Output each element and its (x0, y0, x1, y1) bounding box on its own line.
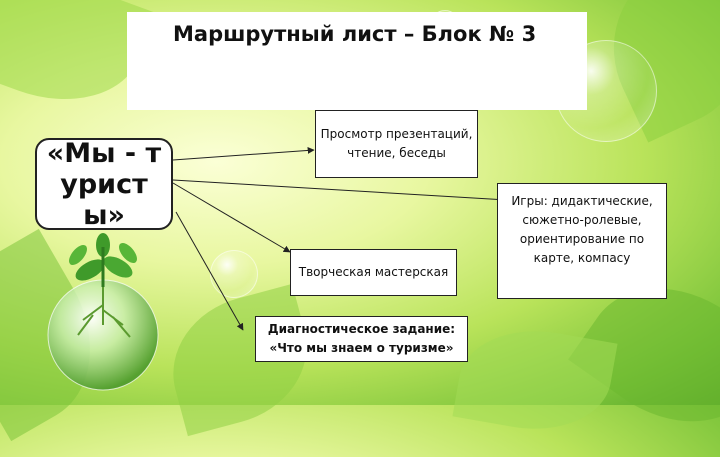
node-workshop-label: Творческая мастерская (298, 265, 449, 279)
globe-plant-image (47, 233, 159, 391)
arrow-to-diagnostic (175, 211, 244, 331)
node-games-label: Игры: дидактические, сюжетно-ролевые, ор… (511, 194, 653, 265)
arrow-to-presentations (172, 146, 315, 161)
node-diagnostic-task: Диагностическое задание: «Что мы знаем о… (255, 316, 468, 362)
node-workshop: Творческая мастерская (290, 249, 457, 296)
node-games: Игры: дидактические, сюжетно-ролевые, ор… (497, 183, 667, 299)
connector-arrows (172, 146, 508, 331)
title-box: Маршрутный лист – Блок № 3 (127, 12, 587, 110)
center-node: «Мы - туристы» (35, 138, 173, 230)
arrow-to-workshop (172, 182, 291, 253)
node-presentations: Просмотр презентаций, чтение, беседы (315, 110, 478, 178)
center-node-label: «Мы - туристы» (46, 138, 162, 230)
node-diagnostic-task-label: Диагностическое задание: «Что мы знаем о… (267, 322, 456, 355)
decorative-bubble (210, 250, 258, 298)
page-title: Маршрутный лист – Блок № 3 (173, 22, 537, 46)
arrow-to-games (172, 179, 508, 204)
node-presentations-label: Просмотр презентаций, чтение, беседы (320, 127, 473, 160)
